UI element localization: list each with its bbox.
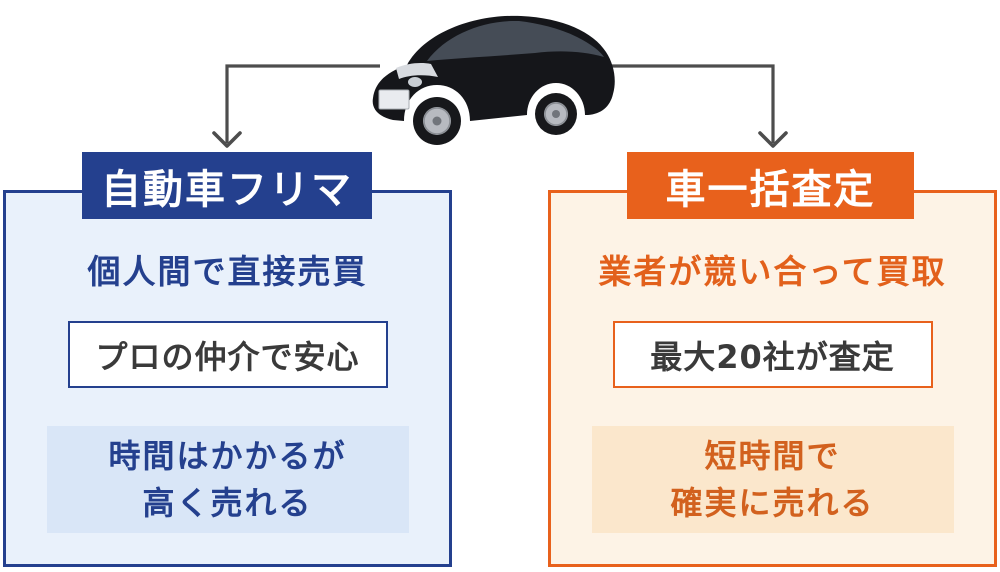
left-title-banner: 自動車フリマ: [82, 152, 372, 219]
right-subtitle: 業者が競い合って買取: [598, 252, 947, 291]
car-headlight: [396, 63, 438, 79]
left-highlight-box: プロの仲介で安心: [67, 321, 388, 388]
left-note-box: 時間はかかるが 高く売れる: [46, 426, 409, 533]
car-glass: [427, 20, 604, 61]
right-title-banner: 車一括査定: [627, 152, 914, 219]
right-highlight-box: 最大20社が査定: [612, 321, 933, 388]
connector-arrow-right: [606, 64, 788, 148]
right-note-line2: 確実に売れる: [670, 483, 875, 522]
car-license-plate: [378, 89, 410, 110]
left-note-line2: 高く売れる: [142, 483, 313, 522]
connector-arrow-left: [212, 64, 380, 148]
left-title: 自動車フリマ: [101, 166, 353, 213]
left-highlight-text: プロの仲介で安心: [95, 337, 360, 376]
left-note-line1: 時間はかかるが: [108, 436, 347, 475]
car-badge: [408, 77, 422, 87]
right-panel: 業者が競い合って買取 最大20社が査定 短時間で 確実に売れる: [548, 190, 997, 567]
right-highlight-text: 最大20社が査定: [650, 337, 895, 376]
right-title: 車一括査定: [665, 166, 876, 213]
connector-layer: [212, 15, 788, 148]
car-illustration-icon: [372, 15, 615, 145]
car-rear-wheel: [535, 93, 577, 135]
right-note-line1: 短時間で: [704, 436, 841, 475]
car-front-wheel: [413, 97, 461, 145]
left-subtitle: 個人間で直接売買: [87, 252, 368, 291]
left-panel: 個人間で直接売買 プロの仲介で安心 時間はかかるが 高く売れる: [3, 190, 452, 567]
right-note-box: 短時間で 確実に売れる: [591, 426, 954, 533]
